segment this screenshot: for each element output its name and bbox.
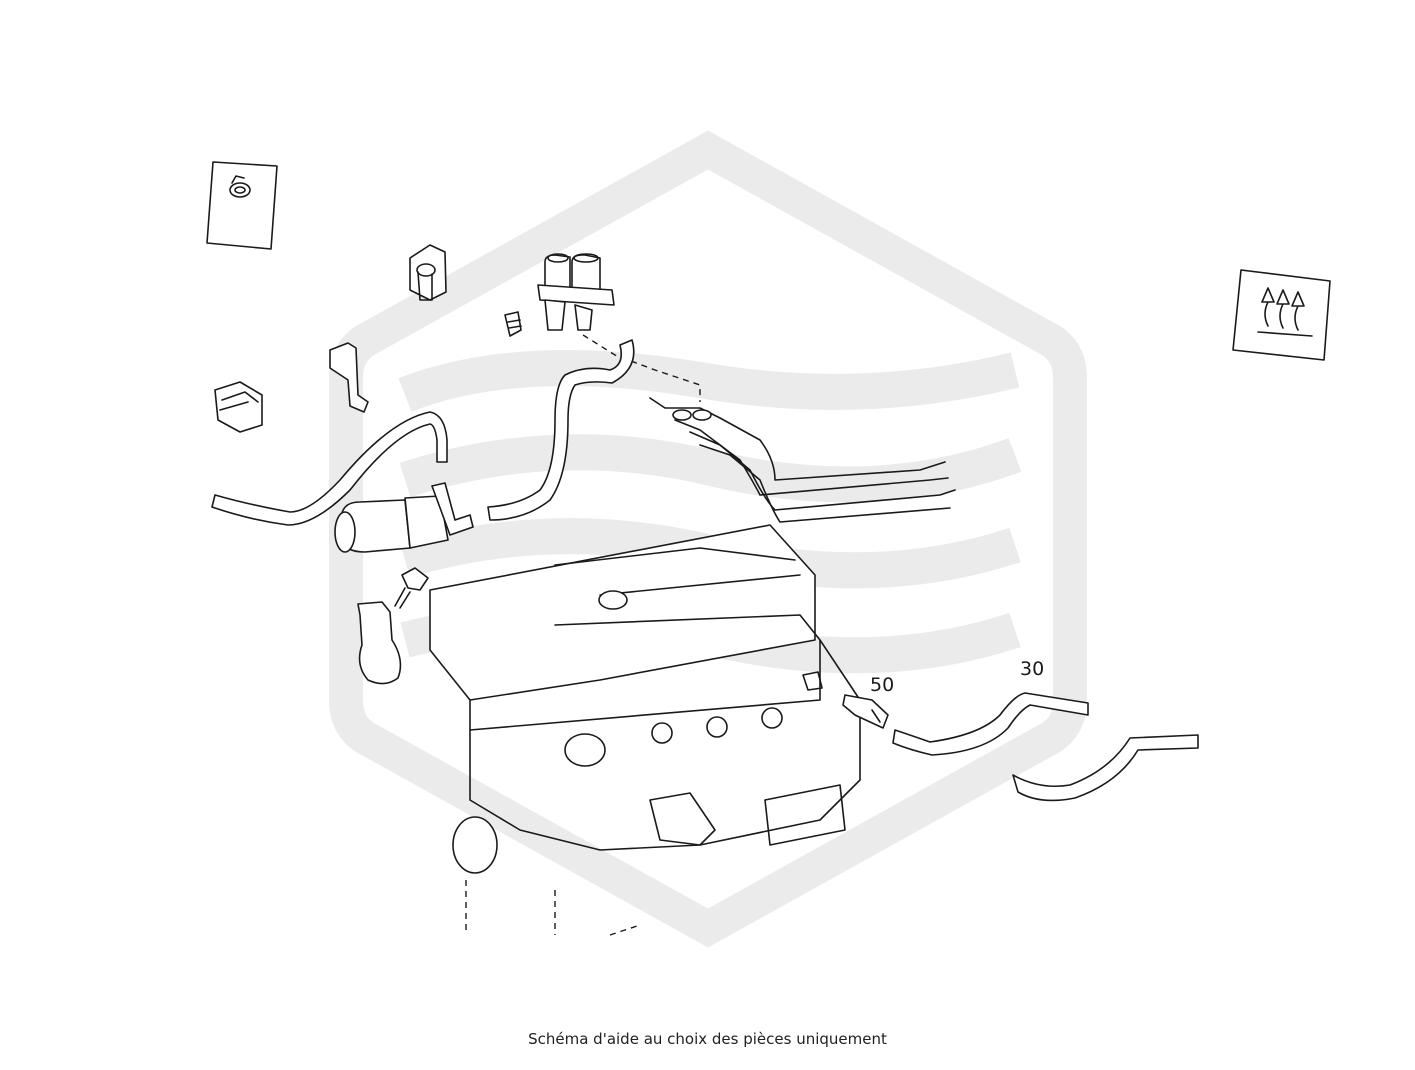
double-valve-part (537, 253, 615, 331)
coolant-hose-left (211, 411, 448, 526)
water-pump-part (334, 482, 474, 553)
callout-50: 50 (870, 674, 895, 696)
hose-bracket-part (214, 342, 369, 433)
hose-clip-part (409, 244, 447, 301)
small-sensor-part (504, 311, 522, 337)
clamp-note-icon (206, 161, 278, 250)
coolant-hose-middle (487, 339, 635, 521)
diagram-caption: Schéma d'aide au choix des pièces unique… (528, 1030, 887, 1048)
heat-resistant-icon (1232, 269, 1331, 361)
heater-tube-part (649, 397, 956, 523)
leader-line (582, 334, 701, 402)
mount-bracket-part (357, 601, 402, 685)
bolt-part (394, 567, 429, 609)
engine-block (429, 524, 861, 936)
coolant-hose-right (1012, 734, 1199, 802)
coolant-hose-30 (892, 692, 1089, 756)
callout-30: 30 (1020, 658, 1045, 680)
connector-part-50 (842, 694, 889, 729)
